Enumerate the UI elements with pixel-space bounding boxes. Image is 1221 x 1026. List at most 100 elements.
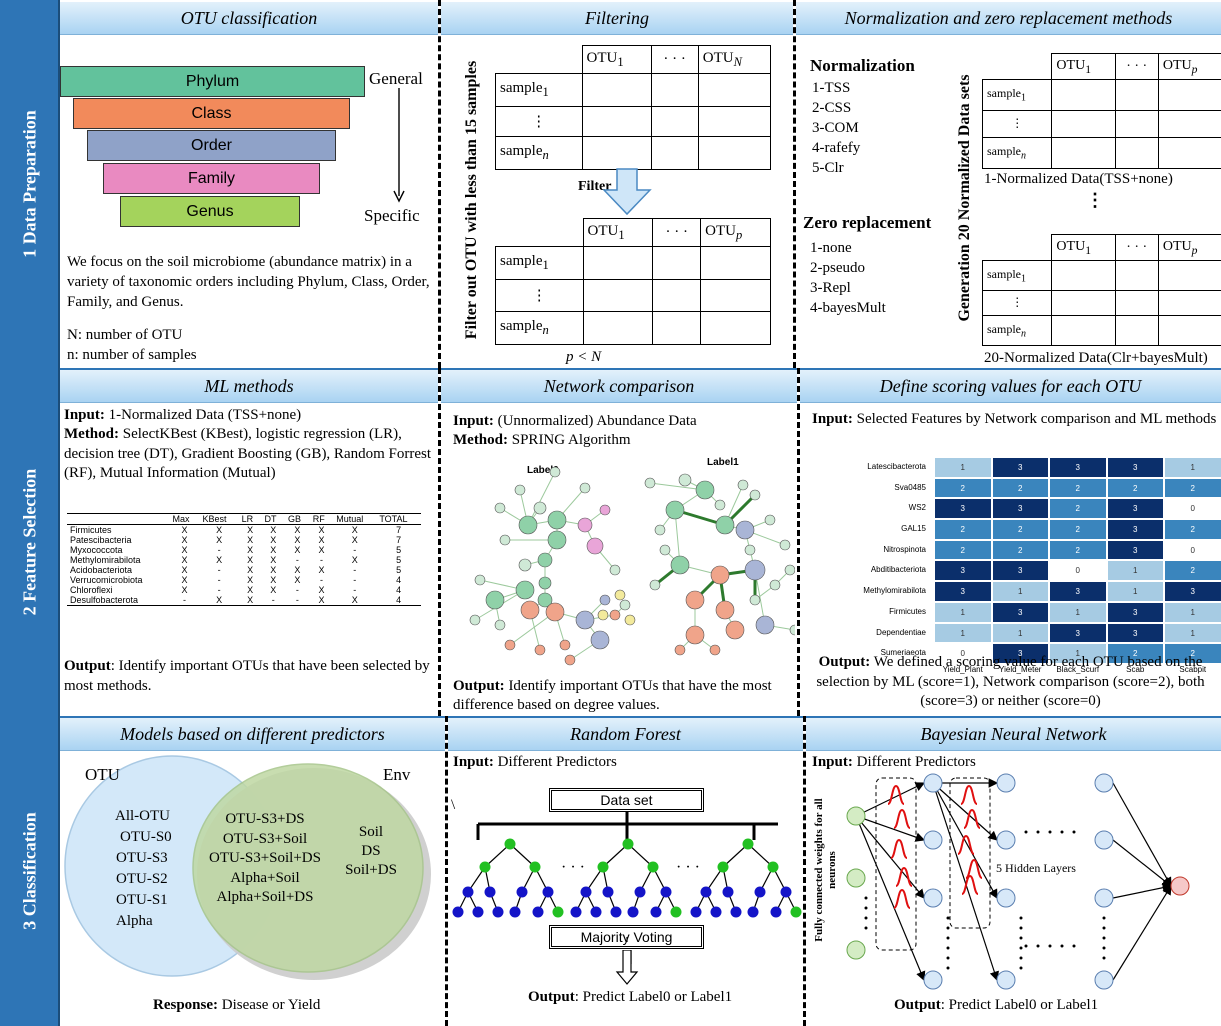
heatmap-cell: 3 xyxy=(1106,622,1164,644)
tree-node xyxy=(597,861,609,873)
heatmap-cell: 0 xyxy=(1164,539,1221,561)
section-label: 1 Data Preparation xyxy=(19,110,40,258)
ml-table-cell: - xyxy=(217,565,221,575)
row-divider xyxy=(60,716,1221,718)
level-genus: Genus xyxy=(120,196,300,227)
network-node xyxy=(644,477,656,489)
ml-table-cell: - xyxy=(217,545,221,555)
ml-table-cell: X xyxy=(216,535,223,545)
neuron xyxy=(996,970,1016,990)
ml-table-cell: X xyxy=(318,545,325,555)
heatmap-row-label: Nitrospinota xyxy=(883,544,926,554)
zero-method: 2-pseudo xyxy=(810,260,865,276)
network-node xyxy=(469,614,481,626)
tree-edge xyxy=(602,843,629,868)
ellipsis-dot xyxy=(946,946,950,950)
neuron xyxy=(996,773,1016,793)
tree-node xyxy=(552,906,564,918)
ml-table-cell: X xyxy=(351,525,358,535)
scoring-heatmap: Latescibacterota133313Sva0485222222WS233… xyxy=(800,457,1221,676)
ml-table-cell: - xyxy=(320,575,324,585)
heatmap-col-label: Yield_Plant xyxy=(942,664,983,674)
scoring-input: Input: Selected Features by Network comp… xyxy=(812,411,1217,427)
tree-node xyxy=(690,906,702,918)
network-node xyxy=(499,534,511,546)
heatmap-cell: 2 xyxy=(1164,477,1221,499)
ml-input: Input: 1-Normalized Data (TSS+none) xyxy=(64,407,302,423)
ml-table-cell: X xyxy=(270,525,277,535)
tree-node xyxy=(754,886,766,898)
tree-edge xyxy=(747,843,774,868)
neuron xyxy=(996,830,1016,850)
ml-table-cell: X xyxy=(318,535,325,545)
neuron xyxy=(923,830,943,850)
header-network-comparison: Network comparison xyxy=(441,370,797,403)
network-node xyxy=(670,555,690,575)
env-set xyxy=(192,763,424,973)
heatmap-row: Abditibacteriota330123 xyxy=(800,560,1221,582)
tree-node xyxy=(529,861,541,873)
network-node xyxy=(564,654,576,666)
ml-table-cell: X xyxy=(199,595,239,606)
tree-node xyxy=(717,861,729,873)
hidden-layers-label: 5 Hidden Layers xyxy=(996,861,1076,875)
ellipsis-dot xyxy=(1072,830,1076,834)
bnn-connection xyxy=(1112,884,1172,981)
ml-table-header-cell: Mutual xyxy=(333,513,377,525)
heatmap-cell: 3 xyxy=(934,581,992,602)
zero-method: 1-none xyxy=(810,240,852,256)
ml-table-cell: X xyxy=(247,565,254,575)
ml-table-cell: 4 xyxy=(396,575,402,585)
predictor-env: Soil+DS xyxy=(345,862,397,878)
bnn-input: Input: Different Predictors xyxy=(812,754,976,770)
network-node xyxy=(534,644,546,656)
ml-table-cell: X xyxy=(333,595,377,606)
heatmap-row: WS2332303 xyxy=(800,498,1221,520)
tree-node xyxy=(479,861,491,873)
ml-table-cell: X xyxy=(294,535,301,545)
network-method: Method: SPRING Algorithm xyxy=(453,432,631,448)
ml-table-cell: X xyxy=(247,545,254,555)
rf-output: Output: Predict Label0 or Label1 xyxy=(528,989,733,1005)
output-neuron xyxy=(1170,876,1190,896)
normalization-title: Normalization xyxy=(810,56,915,75)
network-node xyxy=(715,515,735,535)
tree-node xyxy=(590,906,602,918)
ml-table-cell: X xyxy=(238,595,262,606)
norm-method: 2-CSS xyxy=(812,100,852,116)
env-only-list: Soil DS Soil+DS xyxy=(336,823,406,880)
bnn-connection xyxy=(932,782,999,982)
network-node xyxy=(678,473,692,487)
filter-arrow xyxy=(602,168,652,216)
heatmap-row-label: Latescibacterota xyxy=(867,462,926,471)
network-node xyxy=(784,564,795,576)
ml-table-header-cell: Max xyxy=(169,513,200,525)
network-node xyxy=(514,484,526,496)
tree-edge xyxy=(484,843,511,868)
tree-edge xyxy=(627,843,654,868)
predictor-otu: All-OTU xyxy=(115,808,170,824)
general-label: General xyxy=(369,69,423,88)
heatmap-cell: 3 xyxy=(934,498,992,520)
filter-vertical-label: Filter out OTU with less than 15 samples xyxy=(463,60,480,340)
ml-table-cell: X xyxy=(351,535,358,545)
ml-table-cell: X xyxy=(294,545,301,555)
heatmap-cell: 3 xyxy=(1106,519,1164,540)
heatmap-cell: 1 xyxy=(1049,601,1107,623)
ml-table-cell: - xyxy=(353,585,357,595)
ellipsis-dot xyxy=(1060,830,1064,834)
ml-table-cell: X xyxy=(318,585,325,595)
bnn-connection xyxy=(855,815,926,842)
matrix-after: OTU1· · ·OTUp sample1 ⋮ samplen xyxy=(495,218,771,346)
network-node xyxy=(737,479,749,491)
tree-node xyxy=(790,906,802,918)
rf-down-arrow xyxy=(615,950,639,985)
section-bar-classification: 3 Classification xyxy=(0,716,60,1026)
ml-table-cell: X xyxy=(247,575,254,585)
bnn-connection xyxy=(932,782,998,841)
heatmap-cell: 2 xyxy=(934,519,992,540)
network-node xyxy=(515,580,535,600)
